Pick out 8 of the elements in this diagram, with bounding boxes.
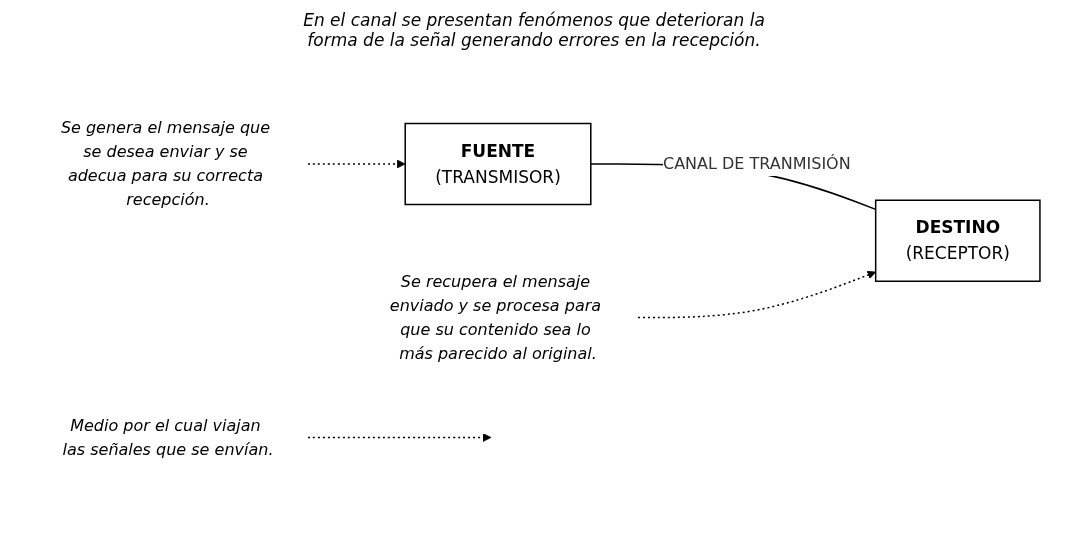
dotted-arrow: [307, 159, 406, 169]
note-text: En el canal se presentan fenómenos que deterioran la forma de la señal generando errores en la recepción.: [302, 10, 766, 50]
dotted-arrow: [307, 433, 492, 443]
note-text: Se genera el mensaje que se desea enviar y se adecua para su correcta recepción.: [60, 118, 271, 210]
note-text: Medio por el cual viajan las señales que se envían.: [62, 415, 274, 459]
process-box: FUENTE (TRANSMISOR): [404, 123, 592, 206]
note-text: Se recupera el mensaje enviado y se procesa para que su contenido sea lo más parecido al original.: [389, 271, 602, 363]
process-box: DESTINO (RECEPTOR): [874, 199, 1041, 283]
